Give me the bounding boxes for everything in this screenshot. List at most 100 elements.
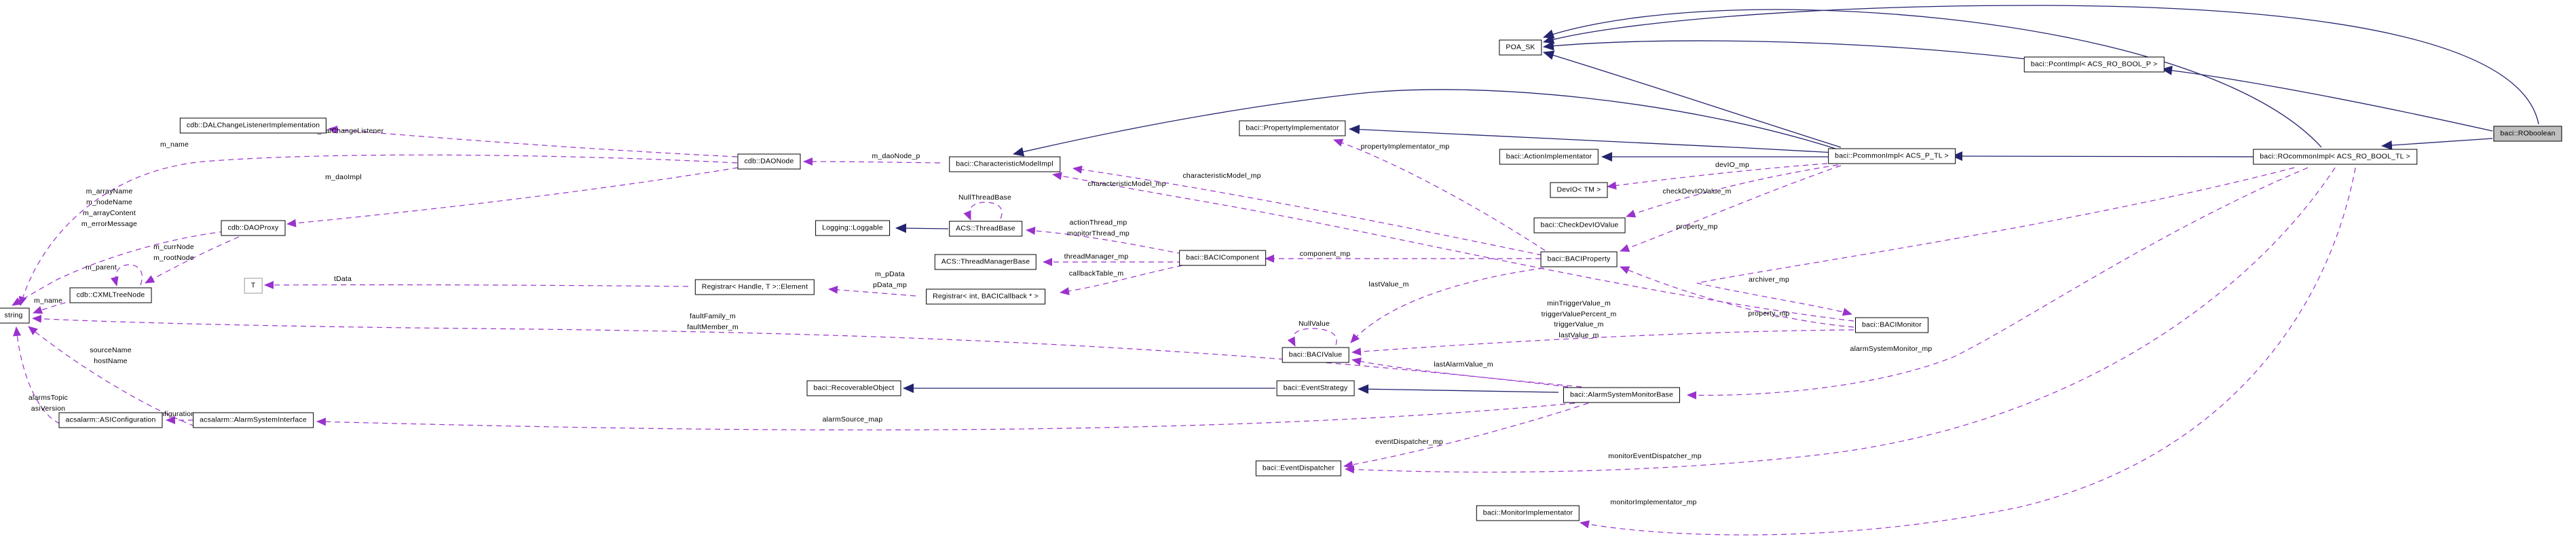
edge-label-property_mp: property_mp [1748, 310, 1790, 318]
class-node-bacimonitor[interactable]: baci::BACIMonitor [1854, 317, 1929, 333]
class-node-registrar[interactable]: Registrar< int, BACICallback * > [926, 288, 1045, 305]
class-node-alarmsysif[interactable]: acsalarm::AlarmSystemInterface [193, 412, 314, 428]
edge-label-pData_mp: pData_mp [872, 281, 908, 289]
edge-baciprop-charmodel [1072, 165, 1543, 256]
class-node-rocommon[interactable]: baci::ROcommonImpl< ACS_RO_BOOL_TL > [2253, 149, 2417, 165]
edge-roboolean-pcont [2161, 65, 2493, 132]
edge-bacimonitor-charmodel [1052, 172, 1854, 322]
edge-bacimonitor-baciprop [1620, 266, 1854, 328]
class-node-threadmgr[interactable]: ACS::ThreadManagerBase [934, 254, 1037, 270]
edge-label-m_name: m_name [33, 297, 63, 305]
edge-label-sourceName: sourceName [90, 346, 132, 354]
edge-baciprop-bacivalue [1350, 267, 1544, 343]
edge-label-m_name: m_name [160, 141, 189, 149]
edge-label-m_pData: m_pData [874, 270, 906, 278]
edge-label-threadManager_mp: threadManager_mp [1064, 252, 1129, 261]
edge-label-component_mp: component_mp [1299, 250, 1351, 258]
edge-label-triggerValuePercent_m: triggerValuePercent_m [1541, 310, 1617, 318]
edge-label-faultMember_m: faultMember_m [687, 323, 739, 331]
edge-label-actionThread_mp: actionThread_mp [1069, 219, 1127, 227]
class-node-bacivalue[interactable]: baci::BACIValue [1282, 347, 1349, 363]
edge-label-alarmsTopic: alarmsTopic [28, 394, 69, 402]
edge-label-hostName: hostName [94, 357, 128, 365]
class-node-propimpl[interactable]: baci::PropertyImplementator [1239, 120, 1346, 136]
class-node-daonode[interactable]: cdb::DAONode [737, 153, 801, 170]
edge-pcommon-baciprop [1620, 165, 1842, 252]
edge-label-configuration: configuration [152, 410, 195, 418]
edge-label-eventDispatcher_mp: eventDispatcher_mp [1375, 438, 1443, 446]
edge-daoproxy-cxmltree [145, 236, 240, 284]
edge-registrar-element [828, 285, 916, 297]
class-node-element[interactable]: Registrar< Handle, T >::Element [694, 279, 815, 295]
class-node-dalchange[interactable]: cdb::DALChangeListenerImplementation [179, 117, 327, 134]
edge-threadbase-loggable [895, 223, 949, 233]
class-node-recoverable[interactable]: baci::RecoverableObject [806, 380, 901, 396]
class-node-checkdevio[interactable]: baci::CheckDevIOValue [1533, 217, 1626, 233]
edge-label-monitorEventDispatcher_mp: monitorEventDispatcher_mp [1608, 452, 1702, 460]
edge-daonode-dalchange [328, 126, 738, 157]
class-node-poask[interactable]: POA_SK [1499, 39, 1542, 56]
class-node-cxmltree[interactable]: cdb::CXMLTreeNode [69, 287, 152, 303]
edge-rocommon-pcommon [1952, 151, 2264, 162]
class-node-string[interactable]: string [0, 307, 30, 324]
class-node-threadbase[interactable]: ACS::ThreadBase [949, 221, 1022, 237]
edge-alarmmonbase-string [32, 314, 1569, 388]
class-node-asiconfig[interactable]: acsalarm::ASIConfiguration [58, 412, 163, 428]
edge-rocommon-monimpl [1580, 167, 2356, 536]
edge-alarmmonbase-alarmsysif [316, 402, 1575, 431]
edge-threadbase-threadbase [963, 202, 1003, 221]
edge-label-characteristicModel_mp: characteristicModel_mp [1087, 180, 1166, 188]
edge-label-property_mp: property_mp [1676, 223, 1718, 231]
edge-label-asiVersion: asiVersion [31, 405, 66, 413]
edge-label-m_arrayContent: m_arrayContent [82, 209, 136, 217]
class-node-actionimpl[interactable]: baci::ActionImplementator [1499, 149, 1599, 165]
edge-pcont-poask [1543, 40, 2033, 60]
edge-bacicomp-registrar [1060, 265, 1183, 295]
edge-label-minTriggerValue_m: minTriggerValue_m [1547, 299, 1611, 307]
edge-daonode-string [18, 154, 738, 306]
edge-label-triggerValue_m: triggerValue_m [1554, 320, 1604, 329]
edge-label-lastAlarmValue_m: lastAlarmValue_m [1434, 360, 1493, 369]
edge-label-callbackTable_m: callbackTable_m [1068, 269, 1124, 278]
edge-alarmmonbase-eventstrategy [1358, 384, 1559, 394]
class-node-alarmmonbase[interactable]: baci::AlarmSystemMonitorBase [1563, 387, 1681, 403]
class-node-tparam[interactable]: T [244, 278, 263, 294]
edge-baciprop-propimpl [1333, 138, 1546, 251]
edge-label-faultFamily_m: faultFamily_m [690, 312, 736, 320]
edge-label-devIO_mp: devIO_mp [1715, 161, 1750, 169]
edge-pcommon-checkdevio [1626, 164, 1839, 218]
class-node-baciprop[interactable]: baci::BACIProperty [1540, 251, 1618, 267]
edge-alarmmonbase-bacivalue [1351, 357, 1582, 388]
class-node-bacicomp[interactable]: baci::BACIComponent [1179, 250, 1266, 266]
edge-label-archiver_mp: archiver_mp [1749, 276, 1789, 284]
edge-label-tData: tData [333, 275, 352, 283]
class-node-roboolean[interactable]: baci::ROboolean [2493, 126, 2562, 142]
class-node-eventdisp[interactable]: baci::EventDispatcher [1255, 460, 1342, 476]
edge-roboolean-poask [1543, 5, 2539, 125]
edge-label-NullValue: NullValue [1299, 320, 1330, 328]
class-node-daoproxy[interactable]: cdb::DAOProxy [221, 220, 286, 236]
edge-label-NullThreadBase: NullThreadBase [958, 193, 1012, 202]
class-node-charmodel[interactable]: baci::CharacteristicModelImpl [949, 156, 1060, 172]
edge-label-lastValue_m: lastValue_m [1368, 280, 1409, 288]
class-node-monimpl[interactable]: baci::MonitorImplementator [1476, 505, 1580, 521]
edge-rocommon-eventdisp [1345, 167, 2336, 474]
edge-pcommon-charmodel [1013, 89, 1836, 157]
class-node-devio[interactable]: DevIO< TM > [1550, 182, 1608, 198]
class-node-eventstrategy[interactable]: baci::EventStrategy [1276, 380, 1355, 396]
edge-label-alarmSource_map: alarmSource_map [822, 415, 883, 424]
class-node-pcommon[interactable]: baci::PcommonImpl< ACS_P_TL > [1828, 148, 1956, 164]
edge-label-m_parent: m_parent [86, 263, 117, 272]
edges [12, 5, 2539, 536]
edge-label-m_currNode: m_currNode [153, 243, 194, 251]
edge-label-characteristicModel_mp: characteristicModel_mp [1182, 172, 1261, 180]
edge-pcommon-devio [1607, 162, 1837, 190]
edge-bacimonitor-bacivalue [1351, 329, 1854, 356]
edge-bacivalue-bacivalue [1287, 328, 1337, 347]
edge-rocommon-poask [1543, 9, 2322, 148]
edge-label-lastValue_m: lastValue_m [1558, 331, 1599, 339]
class-node-pcont[interactable]: baci::PcontImpl< ACS_RO_BOOL_P > [2023, 56, 2165, 73]
class-node-loggable[interactable]: Logging::Loggable [815, 220, 890, 236]
